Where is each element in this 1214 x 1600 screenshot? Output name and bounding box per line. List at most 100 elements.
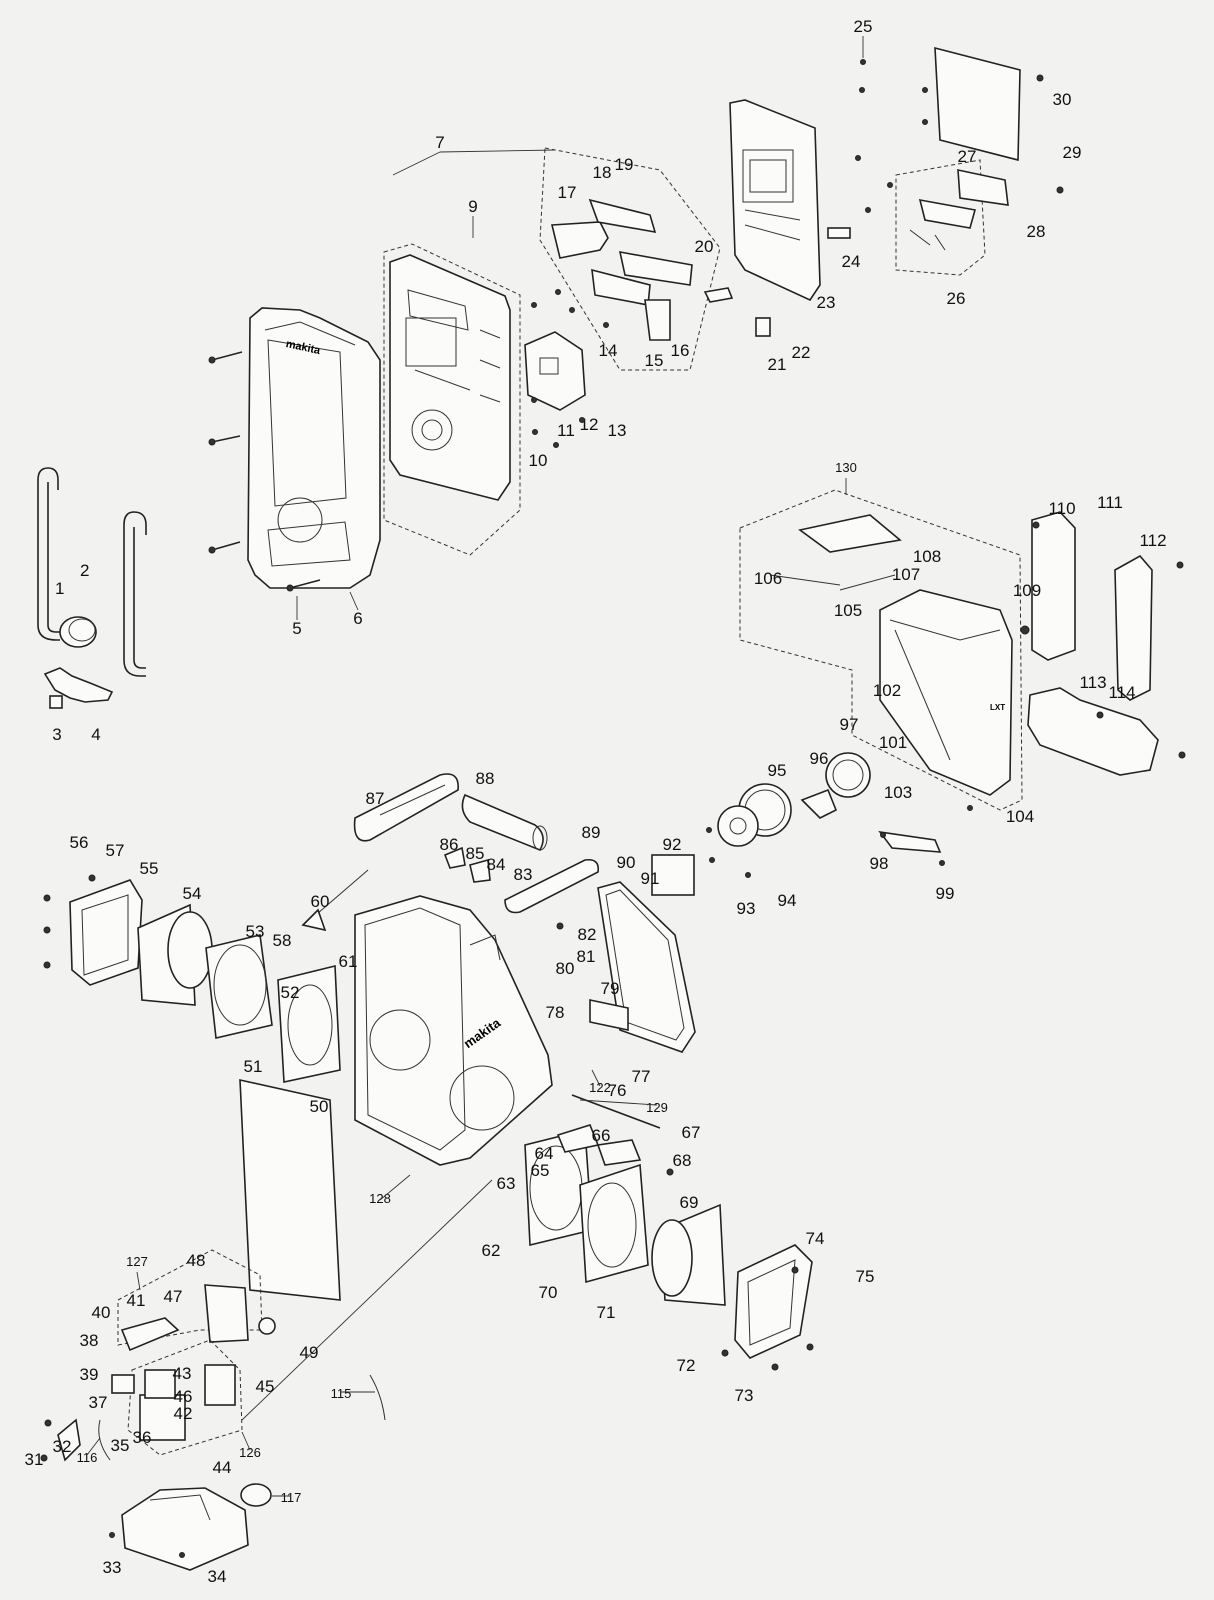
- part-label: 40: [92, 1303, 111, 1322]
- part-label: 62: [482, 1241, 501, 1260]
- control-board-group-126: [111, 1339, 243, 1456]
- part-label: 45: [256, 1377, 275, 1396]
- part-label: 21: [768, 355, 787, 374]
- part-label: 32: [53, 1437, 72, 1456]
- part-label: 111: [1097, 493, 1123, 512]
- part-label: 37: [89, 1393, 108, 1412]
- part-label: 10: [529, 451, 548, 470]
- amp-group-127: [117, 1249, 276, 1352]
- button-group: [539, 147, 721, 371]
- part-label: 122: [589, 1080, 611, 1095]
- front-frame: makita: [247, 307, 381, 589]
- main-housing: makita: [354, 895, 553, 1166]
- part-label: 33: [103, 1558, 122, 1577]
- part-label: 86: [440, 835, 459, 854]
- part-label: 93: [737, 899, 756, 918]
- part-label: 46: [174, 1387, 193, 1406]
- part-label: 83: [514, 865, 533, 884]
- part-label: 61: [339, 952, 358, 971]
- part-label: 42: [174, 1404, 193, 1423]
- handle-bar-left: [37, 467, 60, 641]
- part-label: 70: [539, 1283, 558, 1302]
- volume-knob: [59, 616, 97, 648]
- part-label: 102: [873, 681, 901, 700]
- part-label: 104: [1006, 807, 1034, 826]
- part-label: 78: [546, 1003, 565, 1022]
- part-label: 112: [1139, 531, 1166, 550]
- back-panel-49: [239, 1078, 341, 1301]
- part-label: 44: [213, 1458, 232, 1477]
- part-label: 55: [140, 859, 159, 878]
- part-label: 56: [70, 833, 89, 852]
- part-label: 73: [735, 1386, 754, 1405]
- part-label: 95: [768, 761, 787, 780]
- screw-markers: [40, 59, 1186, 1558]
- part-label: 53: [246, 922, 265, 941]
- part-label: 6: [353, 609, 362, 628]
- part-label: 50: [310, 1097, 329, 1116]
- speaker-grille-right: [734, 1244, 813, 1359]
- part-label: 57: [106, 841, 125, 860]
- part-label: 113: [1079, 673, 1106, 692]
- part-label: 27: [958, 147, 977, 166]
- part-label: 34: [208, 1567, 227, 1586]
- speaker-left: [137, 903, 213, 1006]
- part-label: 81: [577, 947, 596, 966]
- part-label: 85: [466, 844, 485, 863]
- part-label: 105: [834, 601, 862, 620]
- part-label: 130: [835, 460, 857, 475]
- part-label: 54: [183, 884, 202, 903]
- speaker-grille-left: [69, 879, 143, 986]
- part-label: 63: [497, 1174, 516, 1193]
- main-pcb: [729, 99, 821, 302]
- part-label: 35: [111, 1436, 130, 1455]
- part-label: 49: [300, 1343, 319, 1362]
- part-label: 1: [55, 579, 64, 598]
- battery-housing-group: LXT: [739, 489, 1023, 811]
- power-board-group: [895, 159, 1009, 276]
- front-panel-group: [383, 243, 521, 556]
- part-label: 25: [854, 17, 873, 36]
- part-label: 14: [599, 341, 618, 360]
- part-label: 43: [173, 1364, 192, 1383]
- speaker-right: [651, 1203, 726, 1306]
- part-label: 99: [936, 884, 955, 903]
- part-label: 20: [695, 237, 714, 256]
- part-label: 72: [677, 1356, 696, 1375]
- rail-89: [504, 858, 600, 914]
- part-label: 82: [578, 925, 597, 944]
- misc-bottom-parts: [57, 1179, 493, 1507]
- part-label: 16: [671, 341, 690, 360]
- part-label: 96: [810, 749, 829, 768]
- part-label: 129: [646, 1100, 668, 1115]
- part-label: 23: [817, 293, 836, 312]
- part-label: 97: [840, 715, 859, 734]
- part-label: 117: [281, 1490, 302, 1505]
- battery-terminal-34: [121, 1487, 249, 1571]
- part-label: 3: [52, 725, 61, 744]
- part-label: 115: [331, 1386, 352, 1401]
- part-label: 101: [879, 733, 907, 752]
- part-label: 13: [608, 421, 627, 440]
- display-bracket: [524, 331, 586, 411]
- part-labels: 1 2 3 4 5 6 7 9 10 11 12 13 14 15 16 17 …: [25, 17, 1167, 1586]
- part-label: 9: [468, 197, 477, 216]
- part-label: 88: [476, 769, 495, 788]
- part-label: 11: [557, 421, 575, 440]
- part-label: 127: [126, 1254, 148, 1269]
- part-label: 94: [778, 891, 797, 910]
- part-label: 75: [856, 1267, 875, 1286]
- pcb-cover: [934, 46, 1021, 162]
- part-label: 77: [632, 1067, 651, 1086]
- small-parts-mid: [301, 846, 695, 932]
- part-label: 39: [80, 1365, 99, 1384]
- gasket-50: [277, 964, 341, 1083]
- part-label: 60: [311, 892, 330, 911]
- part-label: 29: [1063, 143, 1082, 162]
- part-label: 7: [435, 133, 444, 152]
- part-label: 69: [680, 1193, 699, 1212]
- side-rail-112: [1114, 554, 1153, 701]
- gasket-53: [205, 934, 273, 1039]
- part-label: 30: [1053, 90, 1072, 109]
